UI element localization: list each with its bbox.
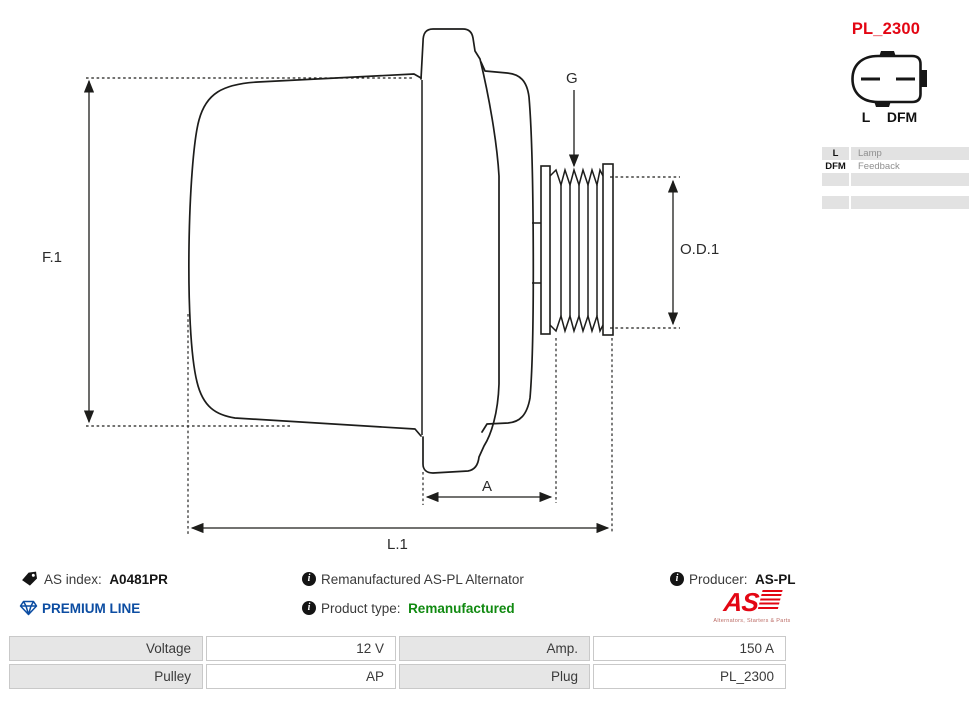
info-icon: i — [302, 572, 316, 586]
pulley-grooves-bottom — [549, 313, 604, 334]
pin-abbr — [822, 196, 849, 209]
spec-label-pulley: Pulley — [9, 664, 203, 689]
tag-icon — [22, 571, 38, 586]
plug-pin-label-l: L — [861, 109, 871, 125]
plug-slot-dfm — [896, 77, 915, 81]
plug-housing — [851, 54, 922, 104]
dimension-od1: O.D.1 — [610, 176, 719, 329]
spec-label-voltage: Voltage — [9, 636, 203, 661]
as-index-label: AS index: — [44, 572, 102, 587]
pin-row: DFM Feedback — [822, 160, 969, 173]
alternator-drawing: F.1 L.1 A O.D.1 G — [42, 28, 719, 553]
pin-desc — [851, 196, 969, 209]
shaft-lines — [532, 222, 541, 284]
producer-value: AS-PL — [755, 572, 796, 587]
product-type-label: Product type: — [321, 601, 401, 616]
spec-value-amp: 150 A — [593, 636, 786, 661]
pin-row — [822, 196, 969, 209]
product-description: Remanufactured AS-PL Alternator — [321, 572, 524, 587]
label-f1: F.1 — [42, 249, 62, 266]
plug-pin-label-dfm: DFM — [886, 109, 918, 125]
as-pl-logo-mark: AS — [710, 587, 794, 617]
pulley — [540, 163, 614, 336]
label-g: G — [566, 70, 578, 87]
pin-desc: Lamp — [851, 147, 969, 160]
diamond-icon — [19, 600, 38, 616]
plug-connector-icon — [851, 51, 927, 107]
dimension-a: A — [422, 338, 557, 505]
alternator-body — [188, 28, 541, 474]
pin-desc: Feedback — [858, 161, 900, 172]
label-l1: L.1 — [387, 536, 408, 553]
spec-label-plug: Plug — [399, 664, 590, 689]
as-index-value: A0481PR — [109, 572, 168, 587]
label-a: A — [482, 478, 492, 495]
pin-abbr: DFM — [825, 161, 846, 172]
as-pl-logo-text: AS — [722, 587, 760, 617]
plug-right-tab — [920, 70, 927, 87]
pin-row — [822, 173, 969, 186]
info-icon: i — [670, 572, 684, 586]
rear-bracket — [480, 61, 535, 433]
pin-row-spacer — [822, 186, 969, 196]
pulley-left-flange — [540, 165, 551, 335]
spec-value-pulley: AP — [206, 664, 396, 689]
as-pl-logo-flag-icon — [757, 590, 783, 611]
as-pl-logo-tagline: Alternators, Starters & Parts — [713, 618, 791, 624]
pin-desc — [851, 173, 969, 186]
pulley-groove-verticals — [560, 185, 598, 316]
front-bracket-and-lugs — [420, 28, 500, 474]
spec-table: Voltage 12 V Amp. 150 A Pulley AP Plug P… — [9, 636, 786, 689]
as-pl-logo: AS Alternators, Starters & Parts — [710, 587, 794, 624]
info-icon: i — [302, 601, 316, 615]
spec-label-amp: Amp. — [399, 636, 590, 661]
dimension-g: G — [566, 70, 580, 168]
plug-code: PL_2300 — [851, 20, 921, 38]
spec-value-plug: PL_2300 — [593, 664, 786, 689]
pulley-grooves-top — [549, 167, 604, 188]
plug-slot-l — [861, 77, 880, 81]
dimension-f1: F.1 — [42, 77, 414, 427]
pin-description-table: L Lamp DFM Feedback — [822, 147, 969, 209]
label-od1: O.D.1 — [680, 241, 719, 258]
premium-line-badge: PREMIUM LINE — [42, 601, 141, 616]
dimension-l1: L.1 — [187, 314, 613, 553]
producer-label: Producer: — [689, 572, 748, 587]
pulley-right-flange — [602, 163, 614, 336]
pin-row: L Lamp — [822, 147, 969, 160]
spec-value-voltage: 12 V — [206, 636, 396, 661]
producer: Producer: AS-PL — [689, 571, 796, 588]
pin-abbr — [822, 173, 849, 186]
body-outline — [188, 73, 422, 437]
product-type-value: Remanufactured — [408, 601, 515, 616]
product-type: Product type: Remanufactured — [321, 600, 515, 617]
pin-abbr: L — [822, 147, 849, 160]
as-index: AS index: A0481PR — [44, 571, 168, 588]
